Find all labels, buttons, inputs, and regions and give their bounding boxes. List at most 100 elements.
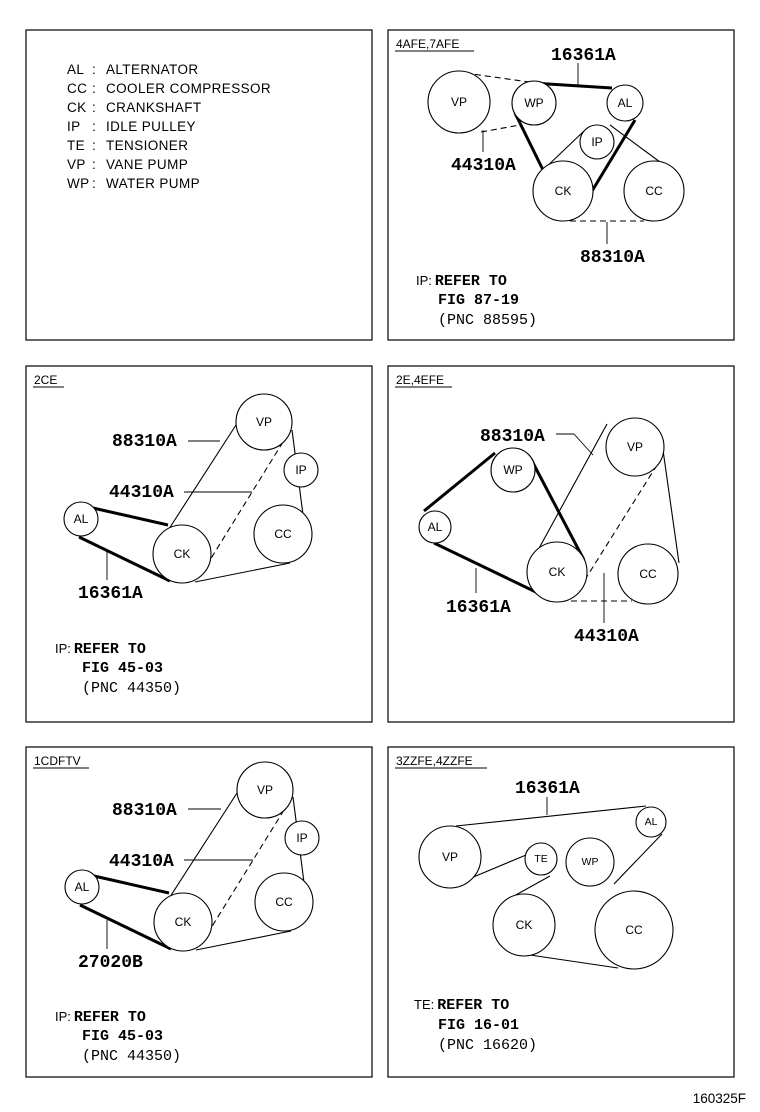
note-line-3: (PNC 44350) xyxy=(82,1048,181,1065)
legend-panel-frame xyxy=(25,29,373,341)
pulley-alternator xyxy=(63,501,99,537)
panel-2ce-frame xyxy=(25,365,373,723)
panel-3zzfe-4zzfe: 3ZZFE,4ZZFE VP AL TE WP CK CC 16361A TE:… xyxy=(387,746,735,1078)
svg-text::: : xyxy=(92,176,96,191)
svg-text:TE: TE xyxy=(534,853,547,865)
svg-text:IP: IP xyxy=(295,463,306,477)
svg-text:CK: CK xyxy=(555,184,572,198)
note-line-2: FIG 45-03 xyxy=(82,1028,163,1045)
legend-name-6: VANE PUMP xyxy=(106,157,188,172)
panel-1cdftv-frame xyxy=(25,746,373,1078)
svg-text:AL: AL xyxy=(618,96,633,110)
belt-16361a-right xyxy=(584,119,637,202)
svg-text::: : xyxy=(92,81,96,96)
svg-text:IP: IP xyxy=(591,135,602,149)
pulley-water-pump xyxy=(565,837,615,887)
svg-text:CK: CK xyxy=(174,547,191,561)
svg-text:VP: VP xyxy=(256,415,272,429)
engine-tag-1cdftv: 1CDFTV xyxy=(34,754,81,768)
engine-tag-2e: 2E,4EFE xyxy=(396,373,444,387)
svg-text:CC: CC xyxy=(639,567,657,581)
pulley-alternator xyxy=(418,510,452,544)
note-line-2: FIG 45-03 xyxy=(82,660,163,677)
svg-text:CC: CC xyxy=(275,895,293,909)
legend-name-2: COOLER COMPRESSOR xyxy=(106,81,271,96)
svg-text:VP: VP xyxy=(451,95,467,109)
note-line-1: IP:REFER TO xyxy=(55,1009,146,1026)
part-number-16361a: 16361A xyxy=(551,46,616,66)
part-number-88310a: 88310A xyxy=(480,427,545,447)
legend-name-7: WATER PUMP xyxy=(106,176,200,191)
pulley-crankshaft xyxy=(152,524,212,584)
part-number-44310a: 44310A xyxy=(574,627,639,647)
note-line-3: (PNC 44350) xyxy=(82,680,181,697)
panel-3zzfe-frame xyxy=(387,746,735,1078)
svg-text:AL: AL xyxy=(428,520,443,534)
pulley-cooler-compressor xyxy=(254,872,314,932)
panel-2ce: 2CE VP IP AL CC CK 88310A 44310A 16361A … xyxy=(25,365,373,723)
part-number-16361a: 16361A xyxy=(515,779,580,799)
svg-text::: : xyxy=(92,157,96,172)
svg-text:CK: CK xyxy=(175,915,192,929)
panel-4afe-7afe: 4AFE,7AFE VP WP AL IP CK CC 16361A 44310… xyxy=(387,29,735,341)
legend-name-1: ALTERNATOR xyxy=(106,62,199,77)
panel-1cdftv: 1CDFTV VP IP AL CC CK 88310A 44310A 2702… xyxy=(25,746,373,1078)
note-line-3: (PNC 16620) xyxy=(438,1037,537,1054)
svg-text:AL: AL xyxy=(645,816,658,828)
pulley-crankshaft xyxy=(526,541,588,603)
pulley-vane-pump xyxy=(418,825,482,889)
svg-text:CC: CC xyxy=(274,527,292,541)
pulley-alternator xyxy=(635,806,667,838)
part-number-16361a: 16361A xyxy=(78,584,143,604)
svg-text::: : xyxy=(92,100,96,115)
note-line-1: IP:REFER TO xyxy=(55,641,146,658)
part-number-88310a: 88310A xyxy=(112,801,177,821)
legend-abbr-7: WP xyxy=(67,176,90,191)
part-number-44310a: 44310A xyxy=(109,483,174,503)
part-number-16361a: 16361A xyxy=(446,598,511,618)
svg-text:CK: CK xyxy=(549,565,566,579)
pulley-crankshaft xyxy=(532,160,594,222)
pulley-vane-pump xyxy=(605,417,665,477)
svg-text:VP: VP xyxy=(442,850,458,864)
belt-44310a-left xyxy=(513,112,546,173)
note-line-1: IP:REFER TO xyxy=(416,273,507,290)
pulley-idle xyxy=(284,820,320,856)
note-line-2: FIG 16-01 xyxy=(438,1017,519,1034)
pulley-cooler-compressor xyxy=(617,543,679,605)
pulley-vane-pump xyxy=(427,70,491,134)
pulley-cooler-compressor xyxy=(253,504,313,564)
legend-name-4: IDLE PULLEY xyxy=(106,119,196,134)
svg-text:WP: WP xyxy=(524,96,543,110)
legend-abbr-1: AL xyxy=(67,62,84,77)
pulley-alternator xyxy=(64,869,100,905)
figure-code: 160325F xyxy=(693,1091,746,1106)
legend-abbr-4: IP xyxy=(67,119,81,134)
legend-abbr-2: CC xyxy=(67,81,87,96)
legend-name-5: TENSIONER xyxy=(106,138,188,153)
note-line-2: FIG 87-19 xyxy=(438,292,519,309)
svg-text:VP: VP xyxy=(257,783,273,797)
panel-2e-4efe: 2E,4EFE VP WP AL CK CC 88310A 16361A 443… xyxy=(387,365,735,723)
pulley-vane-pump xyxy=(235,393,293,451)
panel-4afe-frame xyxy=(387,29,735,341)
pulley-cooler-compressor xyxy=(623,160,685,222)
svg-text::: : xyxy=(92,119,96,134)
svg-text:VP: VP xyxy=(627,440,643,454)
engine-tag-2ce: 2CE xyxy=(34,373,57,387)
panel-2e-frame xyxy=(387,365,735,723)
legend-panel: AL : ALTERNATOR CC : COOLER COMPRESSOR C… xyxy=(25,29,373,341)
part-number-27020b: 27020B xyxy=(78,953,143,973)
part-number-44310a: 44310A xyxy=(451,156,516,176)
svg-text:AL: AL xyxy=(74,512,89,526)
pulley-cooler-compressor xyxy=(594,890,674,970)
part-number-88310a: 88310A xyxy=(580,248,645,268)
svg-text:CC: CC xyxy=(645,184,663,198)
pulley-vane-pump xyxy=(236,761,294,819)
pulley-idle xyxy=(283,452,319,488)
pulley-crankshaft xyxy=(153,892,213,952)
svg-text:WP: WP xyxy=(582,856,599,868)
svg-text:CK: CK xyxy=(516,918,533,932)
pulley-water-pump xyxy=(490,447,536,493)
